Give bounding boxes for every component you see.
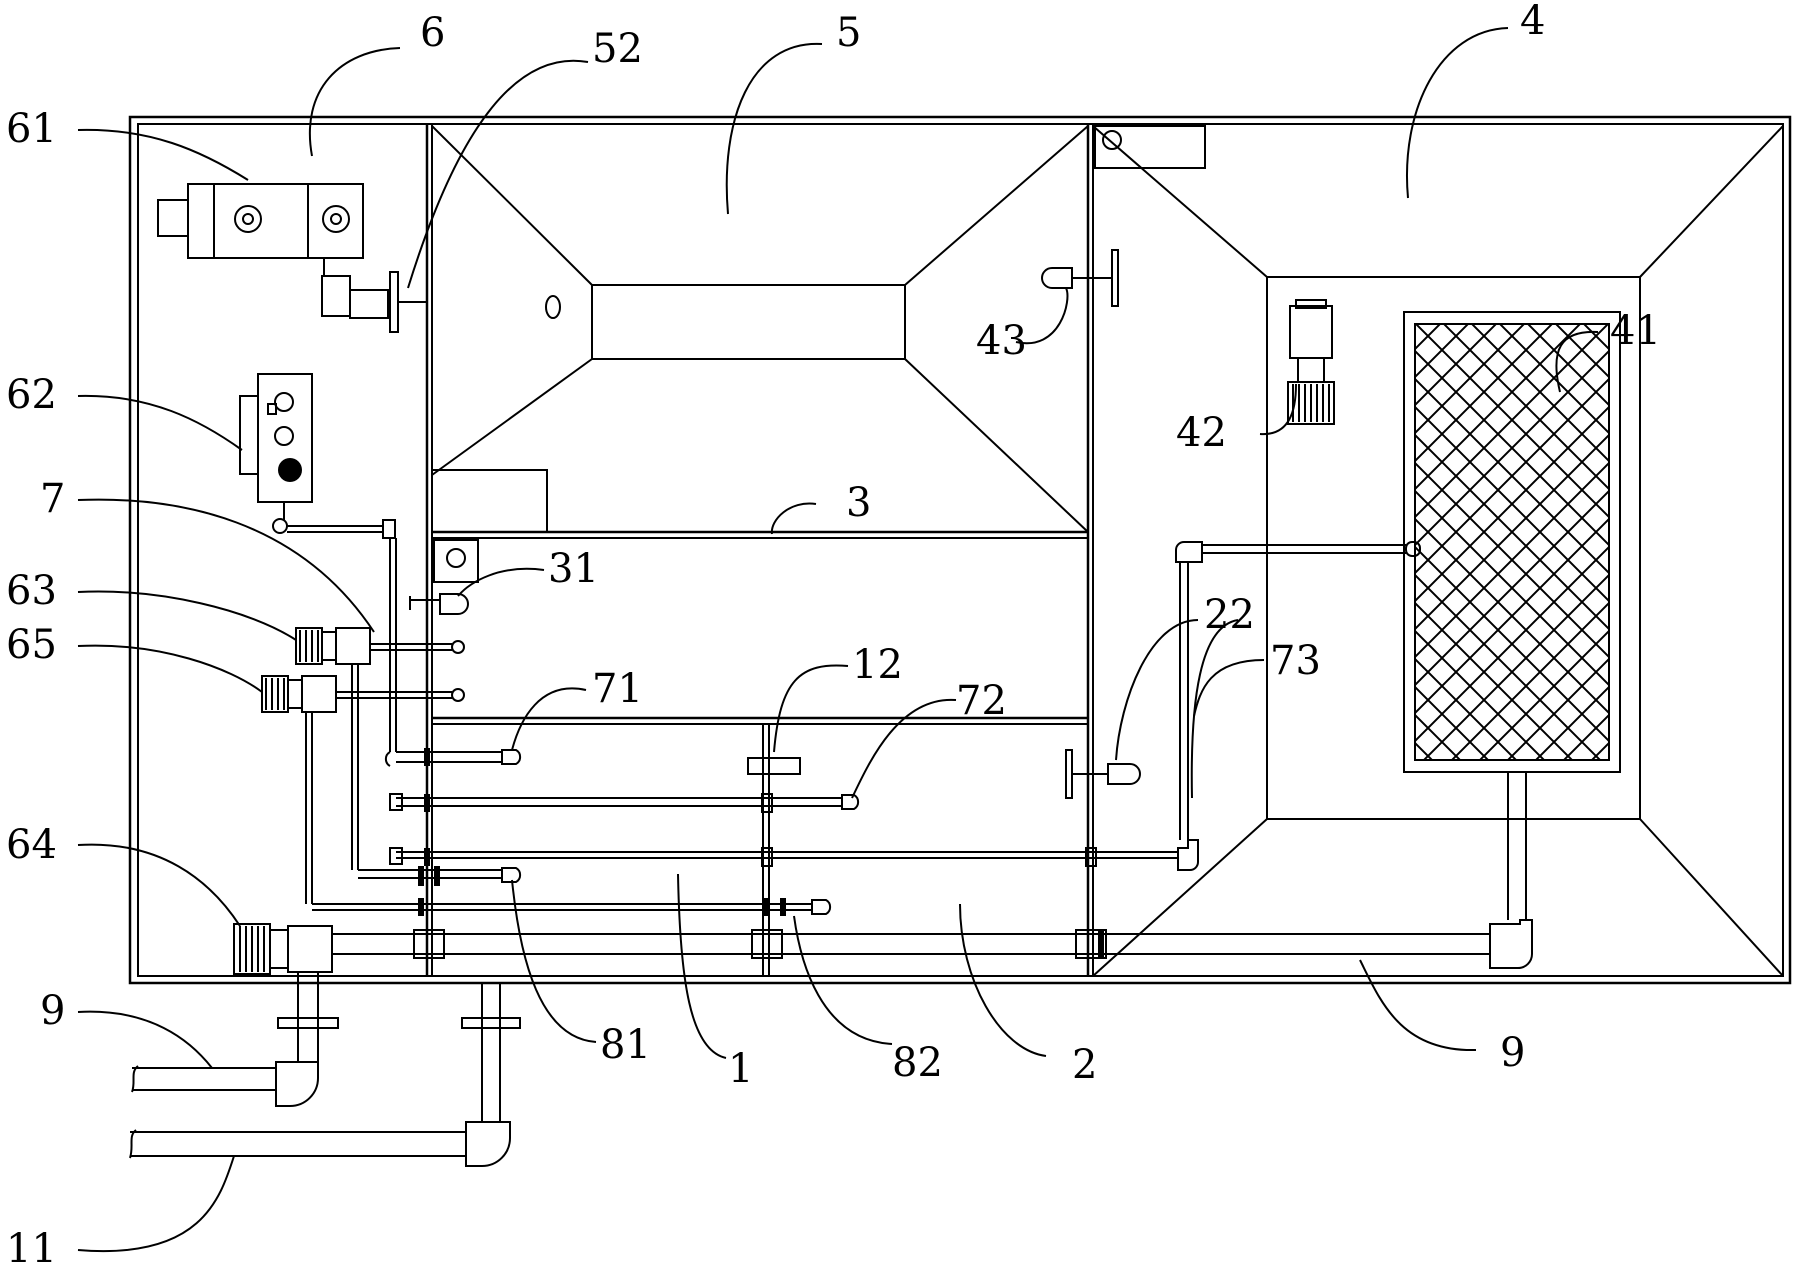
valve-63 xyxy=(295,627,465,665)
label-64: 64 xyxy=(6,822,57,868)
label-2: 2 xyxy=(1072,1042,1097,1088)
label-72: 72 xyxy=(956,678,1007,724)
label-41: 41 xyxy=(1610,308,1661,354)
label-81: 81 xyxy=(600,1022,651,1068)
label-12: 12 xyxy=(852,642,903,688)
label-42: 42 xyxy=(1176,410,1227,456)
label-1: 1 xyxy=(728,1046,753,1092)
valve-31 xyxy=(409,539,479,615)
label-63: 63 xyxy=(6,568,57,614)
label-62: 62 xyxy=(6,372,57,418)
piping xyxy=(129,541,1533,1167)
label-82: 82 xyxy=(892,1040,943,1086)
label-65: 65 xyxy=(6,622,57,668)
pump-42 xyxy=(1287,299,1335,425)
motor-61 xyxy=(157,183,427,333)
hopper-compartment-5 xyxy=(431,125,1089,533)
label-61: 61 xyxy=(6,106,57,152)
label-71: 71 xyxy=(592,666,643,712)
label-5: 5 xyxy=(836,10,861,56)
valve-43 xyxy=(1041,249,1119,307)
label-6: 6 xyxy=(420,10,445,56)
label-9-right: 9 xyxy=(1500,1030,1525,1076)
label-3: 3 xyxy=(846,480,871,526)
filter-compartment-4 xyxy=(1092,125,1784,977)
filter-screen-41 xyxy=(1403,311,1621,773)
label-7: 7 xyxy=(40,476,65,522)
label-11: 11 xyxy=(6,1226,57,1270)
label-9-left: 9 xyxy=(40,988,65,1034)
label-43: 43 xyxy=(976,318,1027,364)
label-22: 22 xyxy=(1204,592,1255,638)
valve-64 xyxy=(233,923,333,975)
label-52: 52 xyxy=(592,26,643,72)
valve-65 xyxy=(261,675,465,713)
label-73: 73 xyxy=(1270,638,1321,684)
label-4: 4 xyxy=(1520,0,1545,44)
valve-22 xyxy=(1065,749,1141,799)
part-labels: 6 52 5 4 61 62 7 63 65 64 9 11 43 41 42 … xyxy=(6,0,1661,1270)
label-31: 31 xyxy=(548,546,599,592)
leader-lines xyxy=(77,27,1599,1253)
